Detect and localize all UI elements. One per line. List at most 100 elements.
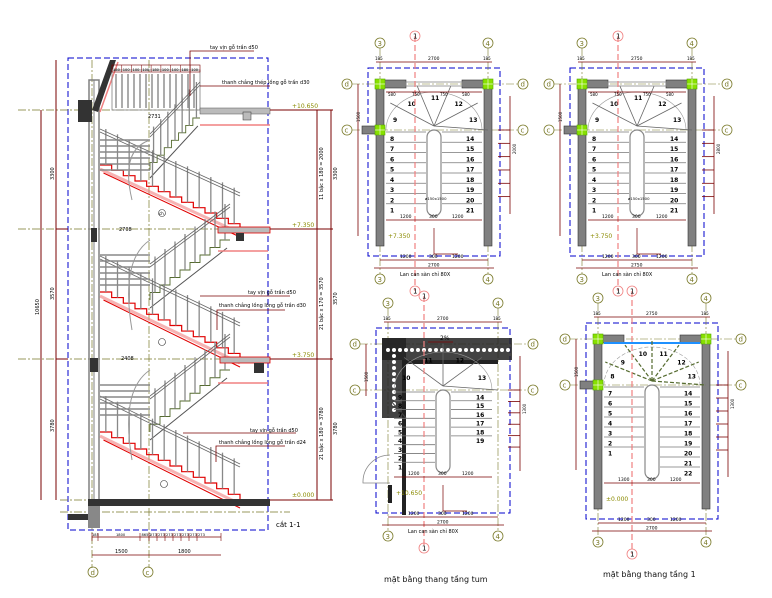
level-mark: ±0.000: [606, 496, 628, 503]
axis-bubble: [517, 78, 529, 90]
roof-tile: [524, 348, 528, 352]
step-number: 20: [684, 451, 692, 458]
axis-bubble: [341, 78, 353, 90]
tread-dim: 750: [440, 92, 448, 97]
axis-label: 3: [378, 276, 382, 284]
step-number: 12: [456, 357, 464, 364]
tread-dim: 750: [614, 92, 622, 97]
winder-line: [433, 125, 489, 131]
step-number: 21: [466, 208, 474, 215]
bottom-dim: 273: [198, 533, 205, 537]
axis-label: 3: [596, 539, 600, 547]
roof-slope: [92, 60, 116, 112]
roof-tile: [458, 348, 462, 352]
lower-dim: 2408: [121, 356, 134, 362]
stair-steps: [100, 164, 241, 229]
flight-label-2: 21 bậc x 170 = 3570: [318, 277, 325, 330]
flight-label-3: 21 bậc x 180 = 3780: [318, 407, 325, 460]
axis-label: d: [521, 81, 525, 89]
beam: [91, 228, 97, 242]
annotation-baluster: thanh chắng thép lồng gỗ trần d30: [222, 78, 310, 86]
bottom-dim: 300: [429, 254, 438, 260]
axis-label: 4: [690, 40, 695, 48]
caption-roof-plan: mặt bằng thang tầng tum: [384, 574, 488, 585]
caption-ground-plan: mặt bằng thang tầng 1: [603, 569, 696, 580]
section-bubble: [409, 30, 421, 42]
roof-tile: [398, 348, 402, 352]
bottom-dim: 1200: [618, 517, 630, 523]
axis-bubble: [527, 338, 539, 350]
winder-line: [636, 102, 682, 127]
annotation-handrail-3: tay vịn gỗ trần d50: [250, 426, 298, 434]
roof-tile: [470, 348, 474, 352]
axis-label: d: [353, 341, 357, 349]
step-number: 11: [659, 351, 667, 358]
step-number: 19: [684, 441, 692, 448]
bottom-dim: 1200: [656, 254, 668, 260]
level-mark: +10.650: [292, 103, 318, 110]
annotation-handrail-2: tay vịn gỗ trần d50: [248, 288, 296, 296]
step-number: 2: [608, 441, 612, 448]
roof-tile: [452, 348, 456, 352]
wall-right: [701, 338, 711, 510]
step-number: 12: [677, 359, 685, 366]
ground-slab: [88, 499, 270, 506]
dim-left-2: 3570: [50, 287, 56, 300]
plan-border: [569, 67, 705, 257]
step-number: 1: [592, 208, 596, 215]
step-number: 2: [390, 197, 394, 204]
note-text: Lan can sàn chỉ 80X: [408, 528, 459, 535]
bottom-dim: 273: [158, 533, 165, 537]
roof-tile: [464, 348, 468, 352]
roof-tile: [494, 348, 498, 352]
roof-tile: [500, 348, 504, 352]
side-dim: 1500: [356, 111, 361, 122]
step-number: 5: [398, 429, 402, 436]
axis-bubble: [382, 297, 394, 309]
winder-line: [651, 361, 699, 382]
section-label: 1: [422, 293, 426, 301]
winder-line: [592, 102, 638, 127]
step-number: 18: [670, 177, 678, 184]
stair-soffit: [103, 439, 241, 509]
step-number: 5: [608, 411, 612, 418]
roof-tile: [482, 348, 486, 352]
plan-border: [585, 322, 719, 520]
roof-tile: [392, 372, 396, 376]
bottom-dim: 1200: [452, 254, 464, 260]
axis-label: 4: [486, 276, 491, 284]
axis-label: c: [521, 127, 525, 135]
step-number: 8: [592, 136, 596, 143]
stair-soffit: [149, 247, 228, 309]
bottom-dim: 273: [182, 533, 189, 537]
total-dim: 2700: [646, 526, 658, 532]
step-number: 9: [393, 117, 397, 124]
step-number: 15: [466, 146, 474, 153]
note-leader: [442, 485, 467, 512]
axis-bubble: [592, 536, 604, 548]
winder-line: [416, 86, 435, 127]
axis-label: d: [91, 569, 95, 577]
step-number: 15: [670, 146, 678, 153]
section-border: [67, 57, 269, 531]
axis-label: d: [531, 341, 535, 349]
section-label: 1: [616, 33, 620, 41]
roof-tile: [392, 360, 396, 364]
step-number: 3: [390, 187, 394, 194]
axis-bubble: [482, 273, 494, 285]
step-number: 6: [592, 156, 596, 163]
handrail: [99, 255, 241, 324]
step-number: 19: [670, 187, 678, 194]
step-number: 20: [670, 197, 678, 204]
level-mark: +7.350: [388, 233, 410, 240]
winder-line: [390, 102, 435, 127]
axis-bubble: [721, 78, 733, 90]
step-number: 15: [684, 401, 692, 408]
winder-line: [619, 86, 638, 127]
step-number: 8: [610, 374, 614, 381]
window: [607, 81, 667, 87]
stair-well: [644, 384, 660, 480]
step-number: 17: [466, 167, 474, 174]
step-number: 2: [398, 456, 402, 463]
axis-bubble: [543, 124, 555, 136]
